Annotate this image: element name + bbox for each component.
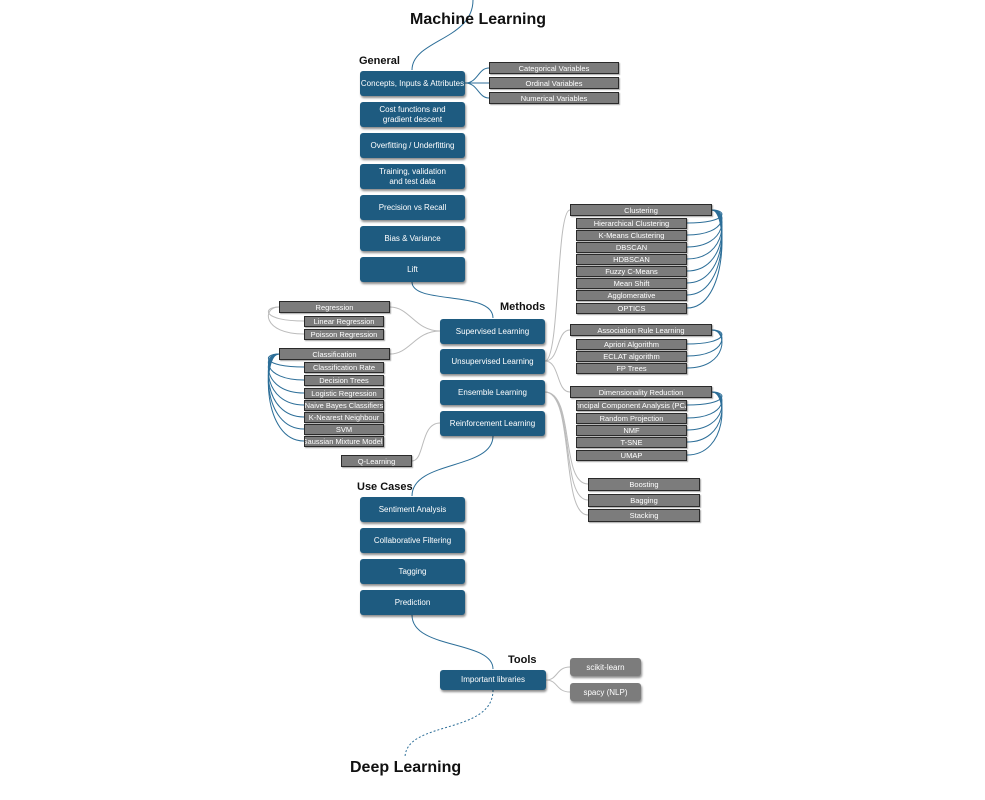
method-node[interactable]: Unsupervised Learning: [440, 349, 545, 374]
association-leaf[interactable]: ECLAT algorithm: [576, 351, 687, 362]
library-leaf[interactable]: spacy (NLP): [570, 683, 641, 701]
association-leaf[interactable]: FP Trees: [576, 363, 687, 374]
connector-line: [686, 329, 723, 369]
clustering-leaf[interactable]: Hierarchical Clustering: [576, 218, 687, 229]
method-node[interactable]: Supervised Learning: [440, 319, 545, 344]
dimensionality-leaf[interactable]: UMAP: [576, 450, 687, 461]
connector-line: [411, 0, 474, 71]
regression-leaf[interactable]: Poisson Regression: [304, 329, 384, 340]
use-case-node[interactable]: Sentiment Analysis: [360, 497, 465, 522]
variable-leaf[interactable]: Categorical Variables: [489, 62, 619, 74]
variable-leaf[interactable]: Numerical Variables: [489, 92, 619, 104]
dimensionality-leaf[interactable]: T-SNE: [576, 437, 687, 448]
method-node[interactable]: Ensemble Learning: [440, 380, 545, 405]
general-node[interactable]: Lift: [360, 257, 465, 282]
method-node[interactable]: Reinforcement Learning: [440, 411, 545, 436]
connector-line: [544, 329, 571, 362]
connector-line: [545, 666, 571, 681]
clustering-leaf[interactable]: DBSCAN: [576, 242, 687, 253]
use-case-node[interactable]: Tagging: [360, 559, 465, 584]
ensemble-leaf[interactable]: Boosting: [588, 478, 700, 491]
classification-leaf[interactable]: Classification Rate: [304, 362, 384, 373]
connector-line: [686, 209, 723, 309]
general-node[interactable]: Concepts, Inputs & Attributes: [360, 71, 465, 96]
connector-line: [544, 391, 589, 516]
general-node[interactable]: Cost functions and gradient descent: [360, 102, 465, 127]
clustering-leaf[interactable]: Agglomerative: [576, 290, 687, 301]
ensemble-leaf[interactable]: Bagging: [588, 494, 700, 507]
connector-line: [267, 353, 305, 430]
connector-line: [267, 353, 305, 442]
dimensionality-group-leaf[interactable]: Dimensionality Reduction: [570, 386, 712, 398]
connector-line: [686, 391, 723, 443]
association-leaf[interactable]: Apriori Algorithm: [576, 339, 687, 350]
general-node[interactable]: Bias & Variance: [360, 226, 465, 251]
connector-line: [389, 306, 441, 332]
connector-line: [545, 679, 571, 693]
use-case-node[interactable]: Collaborative Filtering: [360, 528, 465, 553]
clustering-group-leaf[interactable]: Clustering: [570, 204, 712, 216]
general-node[interactable]: Training, validation and test data: [360, 164, 465, 189]
classification-leaf[interactable]: Gaussian Mixture Models: [304, 436, 384, 447]
regression-leaf[interactable]: Linear Regression: [304, 316, 384, 327]
connector-line: [411, 435, 494, 497]
connector-line: [267, 306, 305, 335]
connector-line: [464, 82, 490, 99]
dimensionality-leaf[interactable]: Principal Component Analysis (PCA): [576, 400, 687, 411]
section-use-cases-heading: Use Cases: [357, 481, 413, 493]
clustering-leaf[interactable]: K-Means Clustering: [576, 230, 687, 241]
root-title: Machine Learning: [410, 11, 547, 28]
clustering-leaf[interactable]: HDBSCAN: [576, 254, 687, 265]
library-leaf[interactable]: scikit-learn: [570, 658, 641, 676]
connector-line: [544, 360, 571, 393]
use-case-node[interactable]: Prediction: [360, 590, 465, 615]
classification-leaf[interactable]: K-Nearest Neighbour: [304, 412, 384, 423]
connector-line: [411, 422, 441, 462]
reinforcement-leaf[interactable]: Q-Learning: [341, 455, 412, 467]
variable-leaf[interactable]: Ordinal Variables: [489, 77, 619, 89]
dimensionality-leaf[interactable]: Random Projection: [576, 413, 687, 424]
association-group-leaf[interactable]: Association Rule Learning: [570, 324, 712, 336]
regression-group-leaf[interactable]: Regression: [279, 301, 390, 313]
clustering-leaf[interactable]: Fuzzy C-Means: [576, 266, 687, 277]
section-general-heading: General: [359, 55, 400, 67]
general-node[interactable]: Overfitting / Underfitting: [360, 133, 465, 158]
connector-line: [389, 330, 441, 355]
connector-line: [686, 391, 723, 456]
classification-leaf[interactable]: Logistic Regression: [304, 388, 384, 399]
clustering-leaf[interactable]: Mean Shift: [576, 278, 687, 289]
connector-line: [411, 281, 494, 319]
section-methods-heading: Methods: [500, 301, 546, 313]
dimensionality-leaf[interactable]: NMF: [576, 425, 687, 436]
deep-learning-title: Deep Learning: [350, 759, 462, 776]
general-node[interactable]: Precision vs Recall: [360, 195, 465, 220]
classification-leaf[interactable]: Naive Bayes Classifiers: [304, 400, 384, 411]
ensemble-leaf[interactable]: Stacking: [588, 509, 700, 522]
classification-group-leaf[interactable]: Classification: [279, 348, 390, 360]
connector-line: [544, 209, 571, 362]
connector-line: [404, 689, 494, 759]
connector-line: [411, 614, 494, 670]
classification-leaf[interactable]: Decision Trees: [304, 375, 384, 386]
tools-node[interactable]: Important libraries: [440, 670, 546, 690]
connector-line: [464, 67, 490, 84]
section-tools-heading: Tools: [508, 654, 537, 666]
classification-leaf[interactable]: SVM: [304, 424, 384, 435]
clustering-leaf[interactable]: OPTICS: [576, 303, 687, 314]
